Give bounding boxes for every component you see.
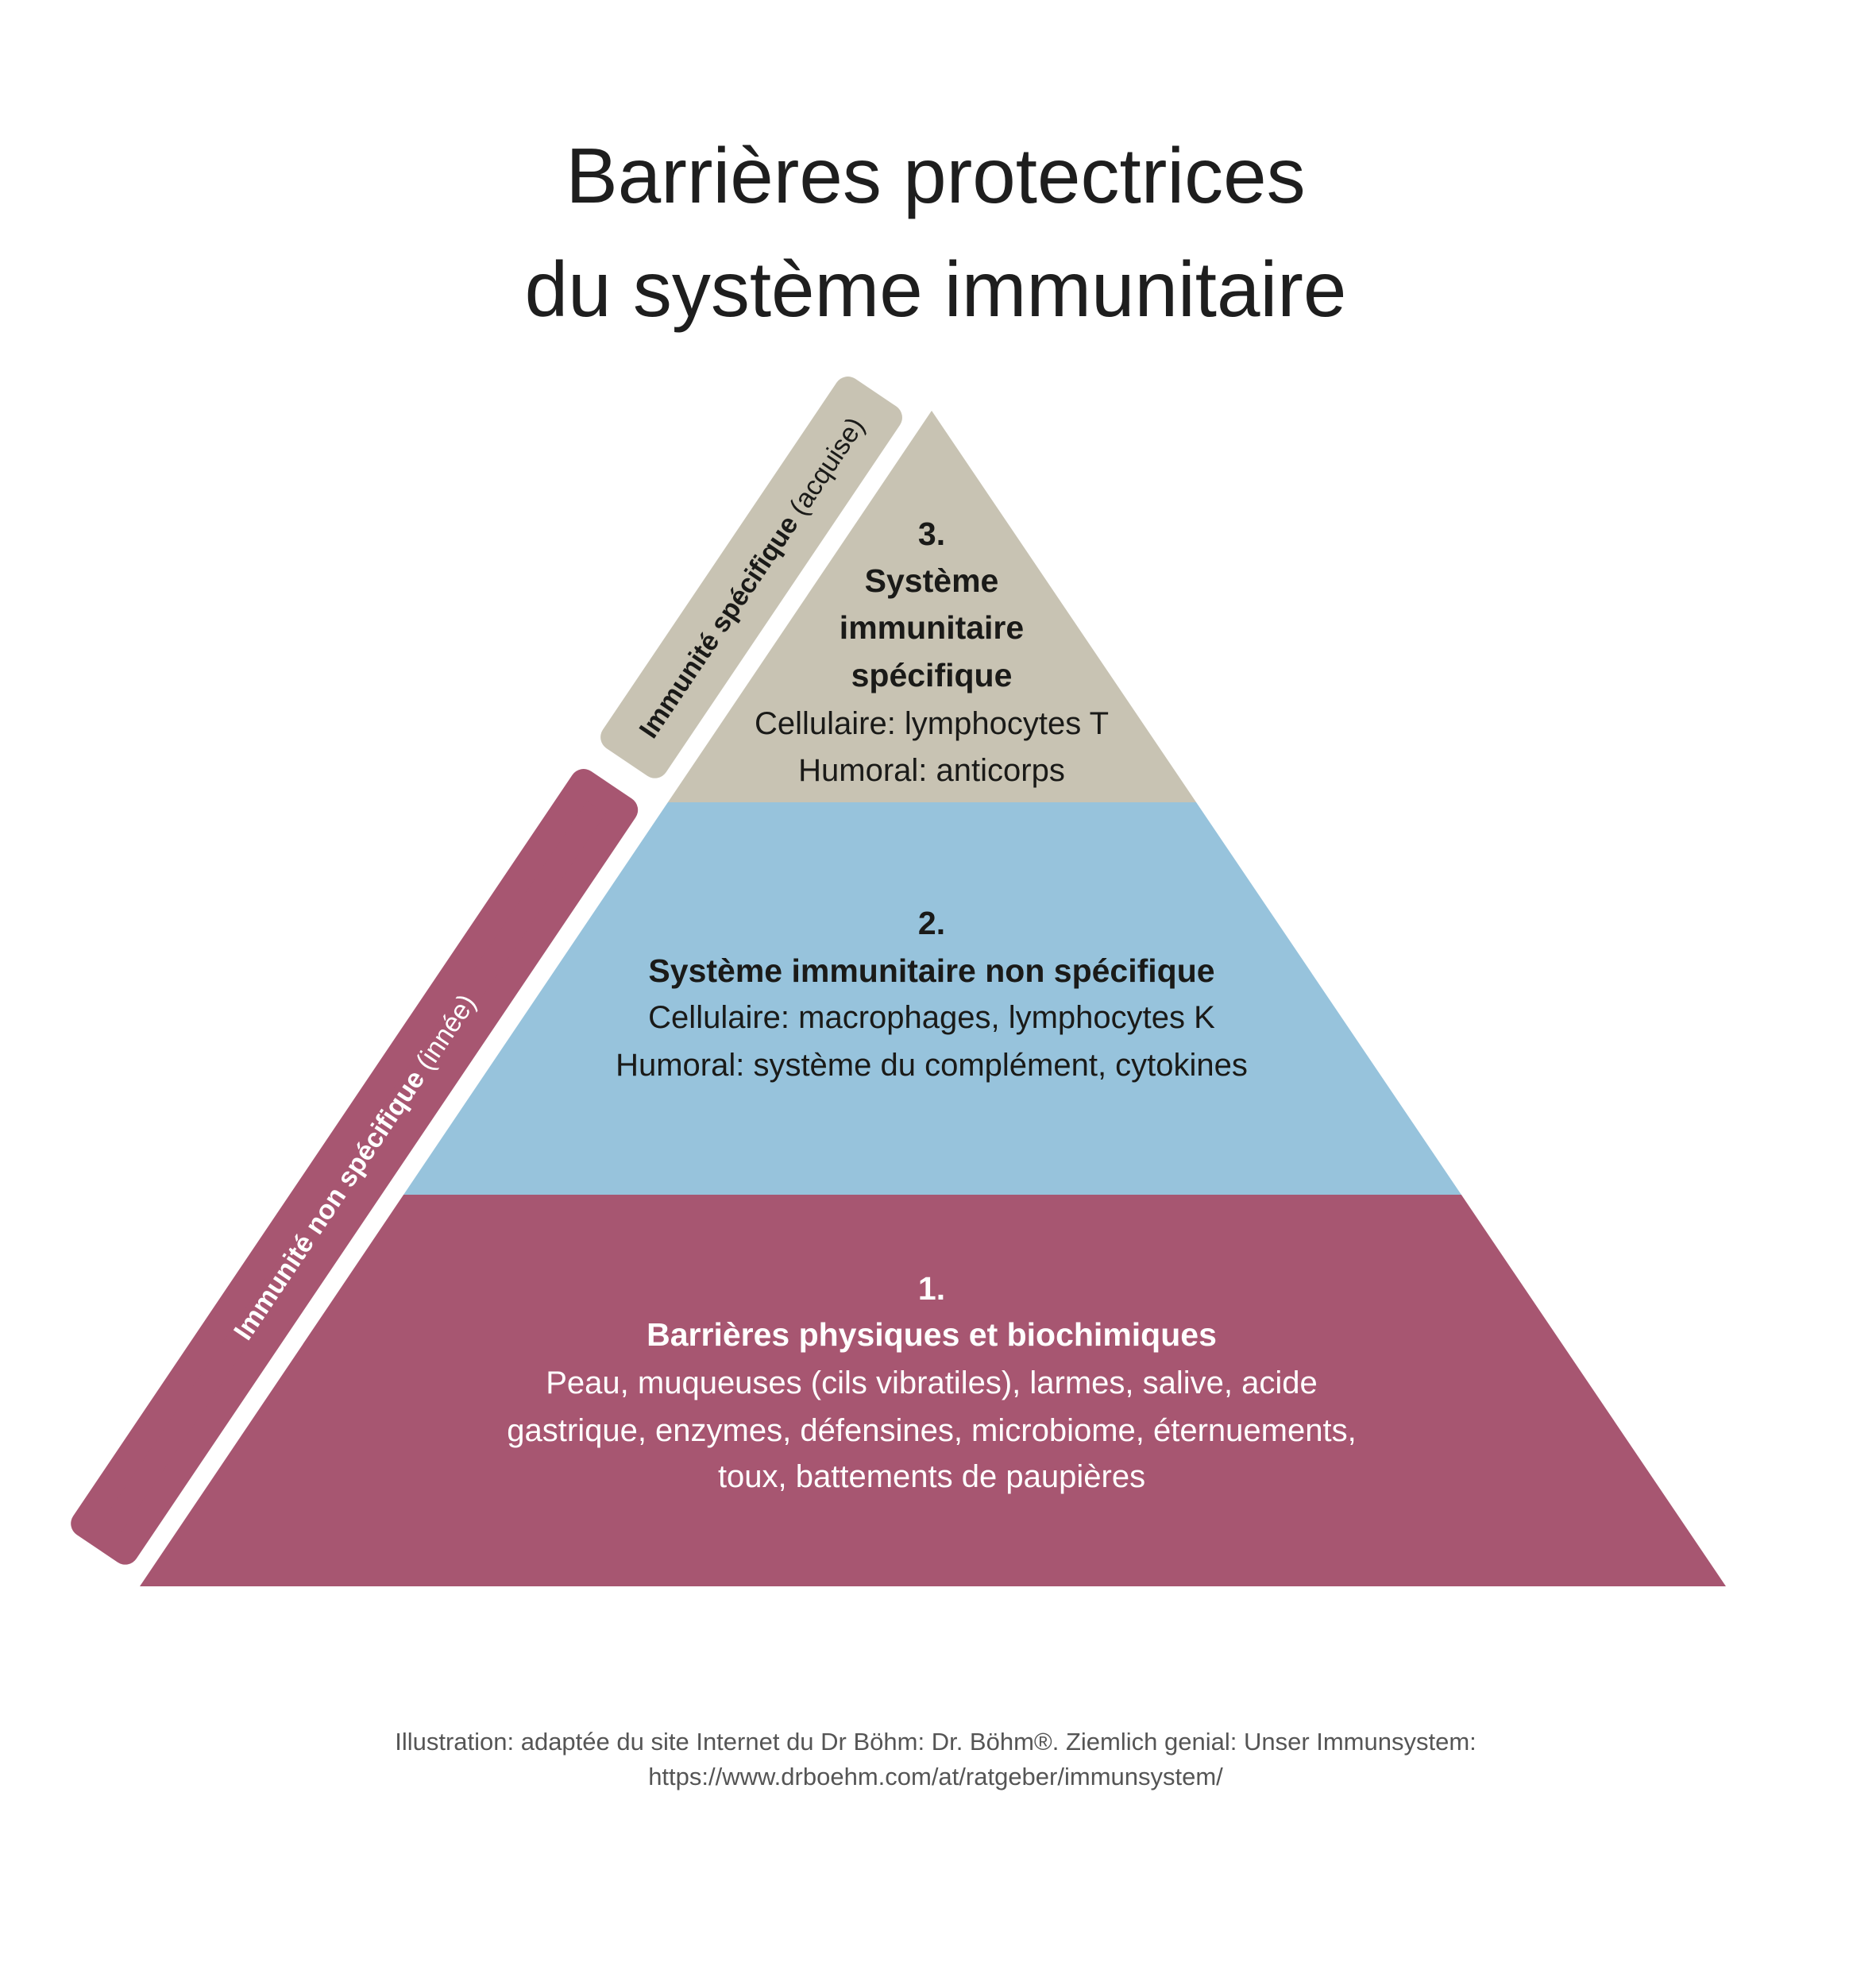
tier-3-line: Humoral: anticorps xyxy=(798,753,1065,788)
tier-2-title: Système immunitaire non spécifique xyxy=(648,952,1214,989)
title-line-2: du système immunitaire xyxy=(525,245,1347,333)
tier-1-number: 1. xyxy=(918,1270,945,1307)
tier-2-line: Humoral: système du complément, cytokine… xyxy=(616,1048,1248,1083)
footer-url[interactable]: https://www.drboehm.com/at/ratgeber/immu… xyxy=(648,1763,1223,1790)
tier-3-line: Cellulaire: lymphocytes T xyxy=(755,706,1109,741)
tier-1-barriers xyxy=(140,1195,1726,1586)
tier-3-title: immunitaire xyxy=(840,609,1024,646)
tier-2-text: 2. Système immunitaire non spécifique Ce… xyxy=(616,905,1248,1083)
tier-1-line: toux, battements de paupières xyxy=(718,1459,1145,1494)
tier-1-text: 1. Barrières physiques et biochimiques P… xyxy=(507,1270,1356,1494)
band-specific-immunity xyxy=(600,377,902,778)
tier-3-specific xyxy=(667,411,1197,802)
tier-3-title: spécifique xyxy=(851,657,1013,693)
tier-1-line: gastrique, enzymes, défensines, microbio… xyxy=(507,1413,1356,1448)
tier-2-nonspecific xyxy=(403,802,1461,1195)
tier-3-title: Système xyxy=(865,562,999,599)
title-line-1: Barrières protectrices xyxy=(566,132,1305,219)
tier-1-line: Peau, muqueuses (cils vibratiles), larme… xyxy=(546,1365,1318,1400)
tier-2-number: 2. xyxy=(918,905,945,941)
tier-1-title: Barrières physiques et biochimiques xyxy=(647,1316,1217,1353)
tier-2-line: Cellulaire: macrophages, lymphocytes K xyxy=(648,1000,1215,1035)
tier-3-number: 3. xyxy=(918,516,945,552)
footer-credit: Illustration: adaptée du site Internet d… xyxy=(395,1728,1476,1756)
tier-3-text: 3. Système immunitaire spécifique Cellul… xyxy=(755,516,1109,788)
band-nonspecific-immunity xyxy=(71,769,639,1565)
